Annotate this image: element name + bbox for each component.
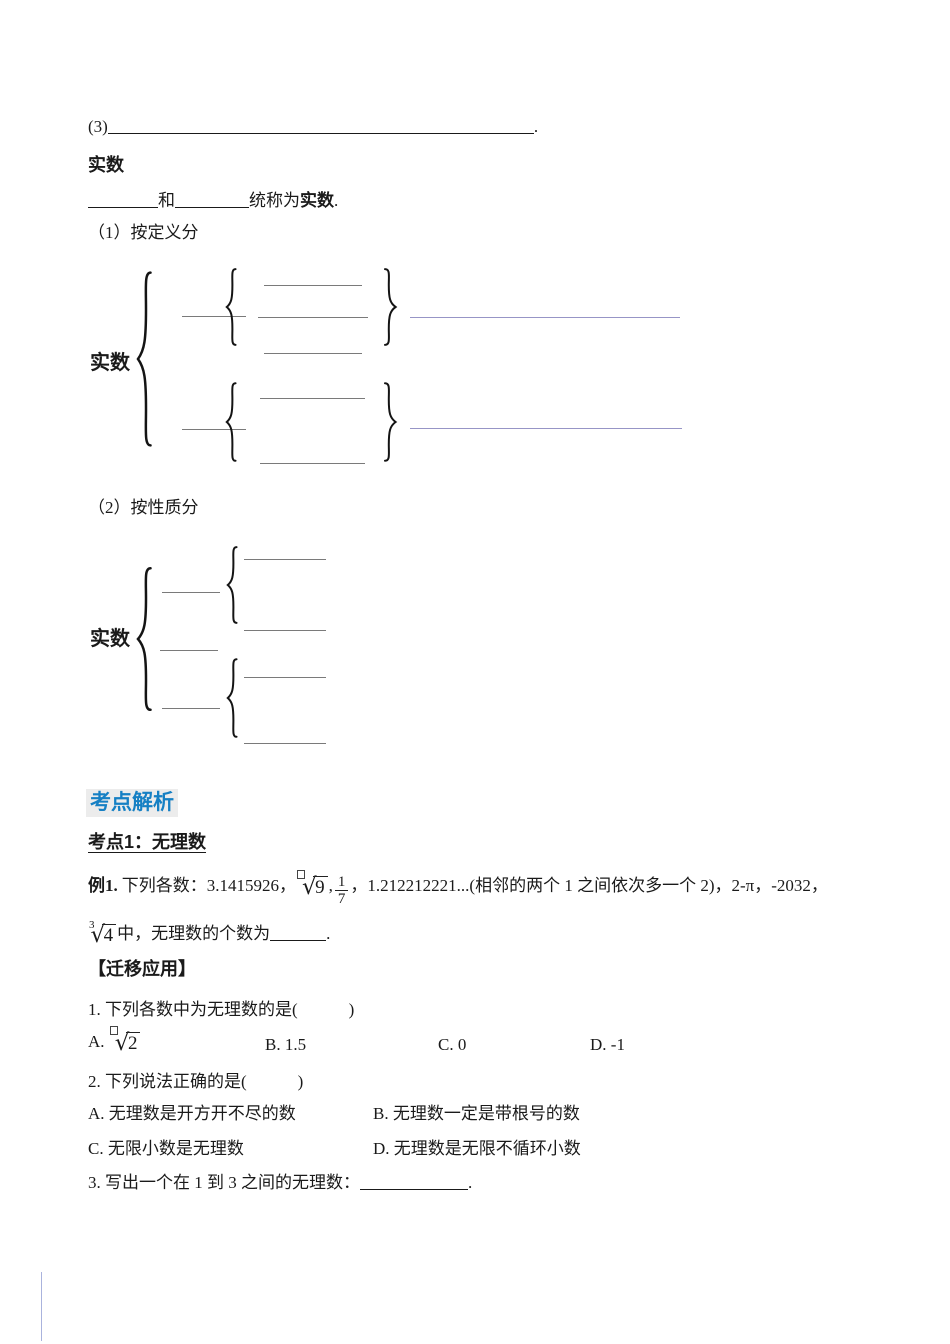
radicand: 4 — [101, 924, 117, 946]
definition-suffix: 统称为 — [249, 191, 300, 210]
sqrt-2-radical: √2 — [109, 1026, 141, 1056]
transfer-application-header: 【迁移应用】 — [88, 959, 196, 979]
example1-text3: 中，无理数的个数为 — [117, 924, 271, 943]
sqrt-9-radical: √9 — [297, 870, 328, 899]
example1-text1: 下列各数：3.1415926， — [121, 876, 296, 895]
answer-blank — [88, 194, 158, 208]
branch-blank — [160, 650, 218, 651]
example1-text2: ，1.212212221...(相邻的两个 1 之间依次多一个 2)，2-π，-… — [350, 876, 828, 895]
item-3-line: (3). — [88, 116, 538, 138]
q2-option-a: A. 无理数是开方开不尽的数 — [88, 1104, 296, 1123]
part2-label: （2）按性质分 — [88, 498, 199, 517]
diagram-root-label: 实数 — [90, 628, 130, 650]
big-left-brace-icon — [134, 270, 154, 448]
radical-sign-icon: √ — [90, 922, 106, 948]
cbrt-4-radical: 3√4 — [89, 919, 117, 948]
radicand: 2 — [125, 1032, 141, 1054]
left-brace-icon — [224, 268, 238, 346]
fraction-numerator: 1 — [337, 873, 346, 890]
diagram-by-property: 实数 — [88, 540, 508, 755]
q1-option-a-label: A. — [88, 1032, 105, 1051]
right-brace-icon — [382, 382, 399, 462]
q2-option-c: C. 无限小数是无理数 — [88, 1139, 244, 1158]
left-brace-icon — [225, 546, 239, 624]
answer-blank — [107, 120, 534, 134]
sub-blank — [264, 353, 362, 354]
definition-bold-term: 实数 — [300, 191, 334, 210]
q3-stem-line: 3. 写出一个在 1 到 3 之间的无理数：. — [88, 1172, 472, 1194]
sub-blank — [244, 559, 326, 560]
topic1-header: 考点1：无理数 — [88, 832, 207, 852]
sub-blank — [244, 630, 326, 631]
left-brace-icon — [224, 382, 238, 462]
sub-blank — [260, 398, 365, 399]
branch-blank — [182, 316, 246, 317]
q1-option-d: D. -1 — [590, 1035, 625, 1054]
example1-label: 例1. — [88, 876, 118, 895]
annotation-line — [410, 317, 680, 318]
annotation-line — [410, 428, 682, 429]
sub-blank — [258, 317, 368, 318]
radicand: 9 — [313, 876, 328, 898]
radical-index: 3 — [89, 919, 95, 931]
period: . — [334, 191, 339, 210]
period: . — [468, 1173, 473, 1192]
part1-label: （1）按定义分 — [88, 223, 199, 242]
radical-index-box — [297, 870, 305, 879]
diagram-by-definition: 实数 — [88, 260, 708, 472]
answer-blank — [360, 1176, 468, 1190]
right-brace-icon — [382, 268, 399, 346]
definition-and: 和 — [158, 191, 175, 210]
sub-blank — [264, 285, 362, 286]
sub-blank — [244, 743, 326, 744]
left-brace-icon — [225, 658, 239, 738]
branch-blank — [182, 429, 246, 430]
period: . — [533, 117, 539, 136]
sub-blank — [244, 677, 326, 678]
radical-sign-icon: √ — [114, 1030, 130, 1056]
q1-option-a: A. √2 — [88, 1026, 141, 1055]
q1-option-c: C. 0 — [438, 1035, 467, 1054]
sub-blank — [260, 463, 365, 464]
period: . — [326, 924, 331, 943]
canvas-edge-line — [41, 1272, 42, 1341]
q1-option-b: B. 1.5 — [265, 1035, 307, 1054]
big-left-brace-icon — [134, 566, 154, 712]
answer-blank — [175, 194, 249, 208]
branch-blank — [162, 708, 220, 709]
radical-sign-icon: √ — [302, 874, 317, 900]
q2-option-b: B. 无理数一定是带根号的数 — [373, 1104, 580, 1123]
q2-option-d: D. 无理数是无限不循环小数 — [373, 1139, 581, 1158]
q2-stem: 2. 下列说法正确的是( ) — [88, 1072, 304, 1091]
definition-line: 和 统称为实数. — [88, 190, 338, 212]
q1-stem: 1. 下列各数中为无理数的是( ) — [88, 1000, 355, 1019]
q3-stem: 3. 写出一个在 1 到 3 之间的无理数： — [88, 1173, 360, 1192]
branch-blank — [162, 592, 220, 593]
comma: , — [328, 876, 333, 895]
fraction-denominator: 7 — [334, 890, 349, 908]
radical-index-box — [109, 1026, 118, 1035]
item-3-label: (3) — [88, 117, 108, 136]
section-header: 考点解析 — [86, 789, 178, 817]
diagram-root-label: 实数 — [90, 352, 130, 374]
realnumber-heading: 实数 — [88, 155, 124, 175]
answer-blank — [270, 927, 327, 941]
